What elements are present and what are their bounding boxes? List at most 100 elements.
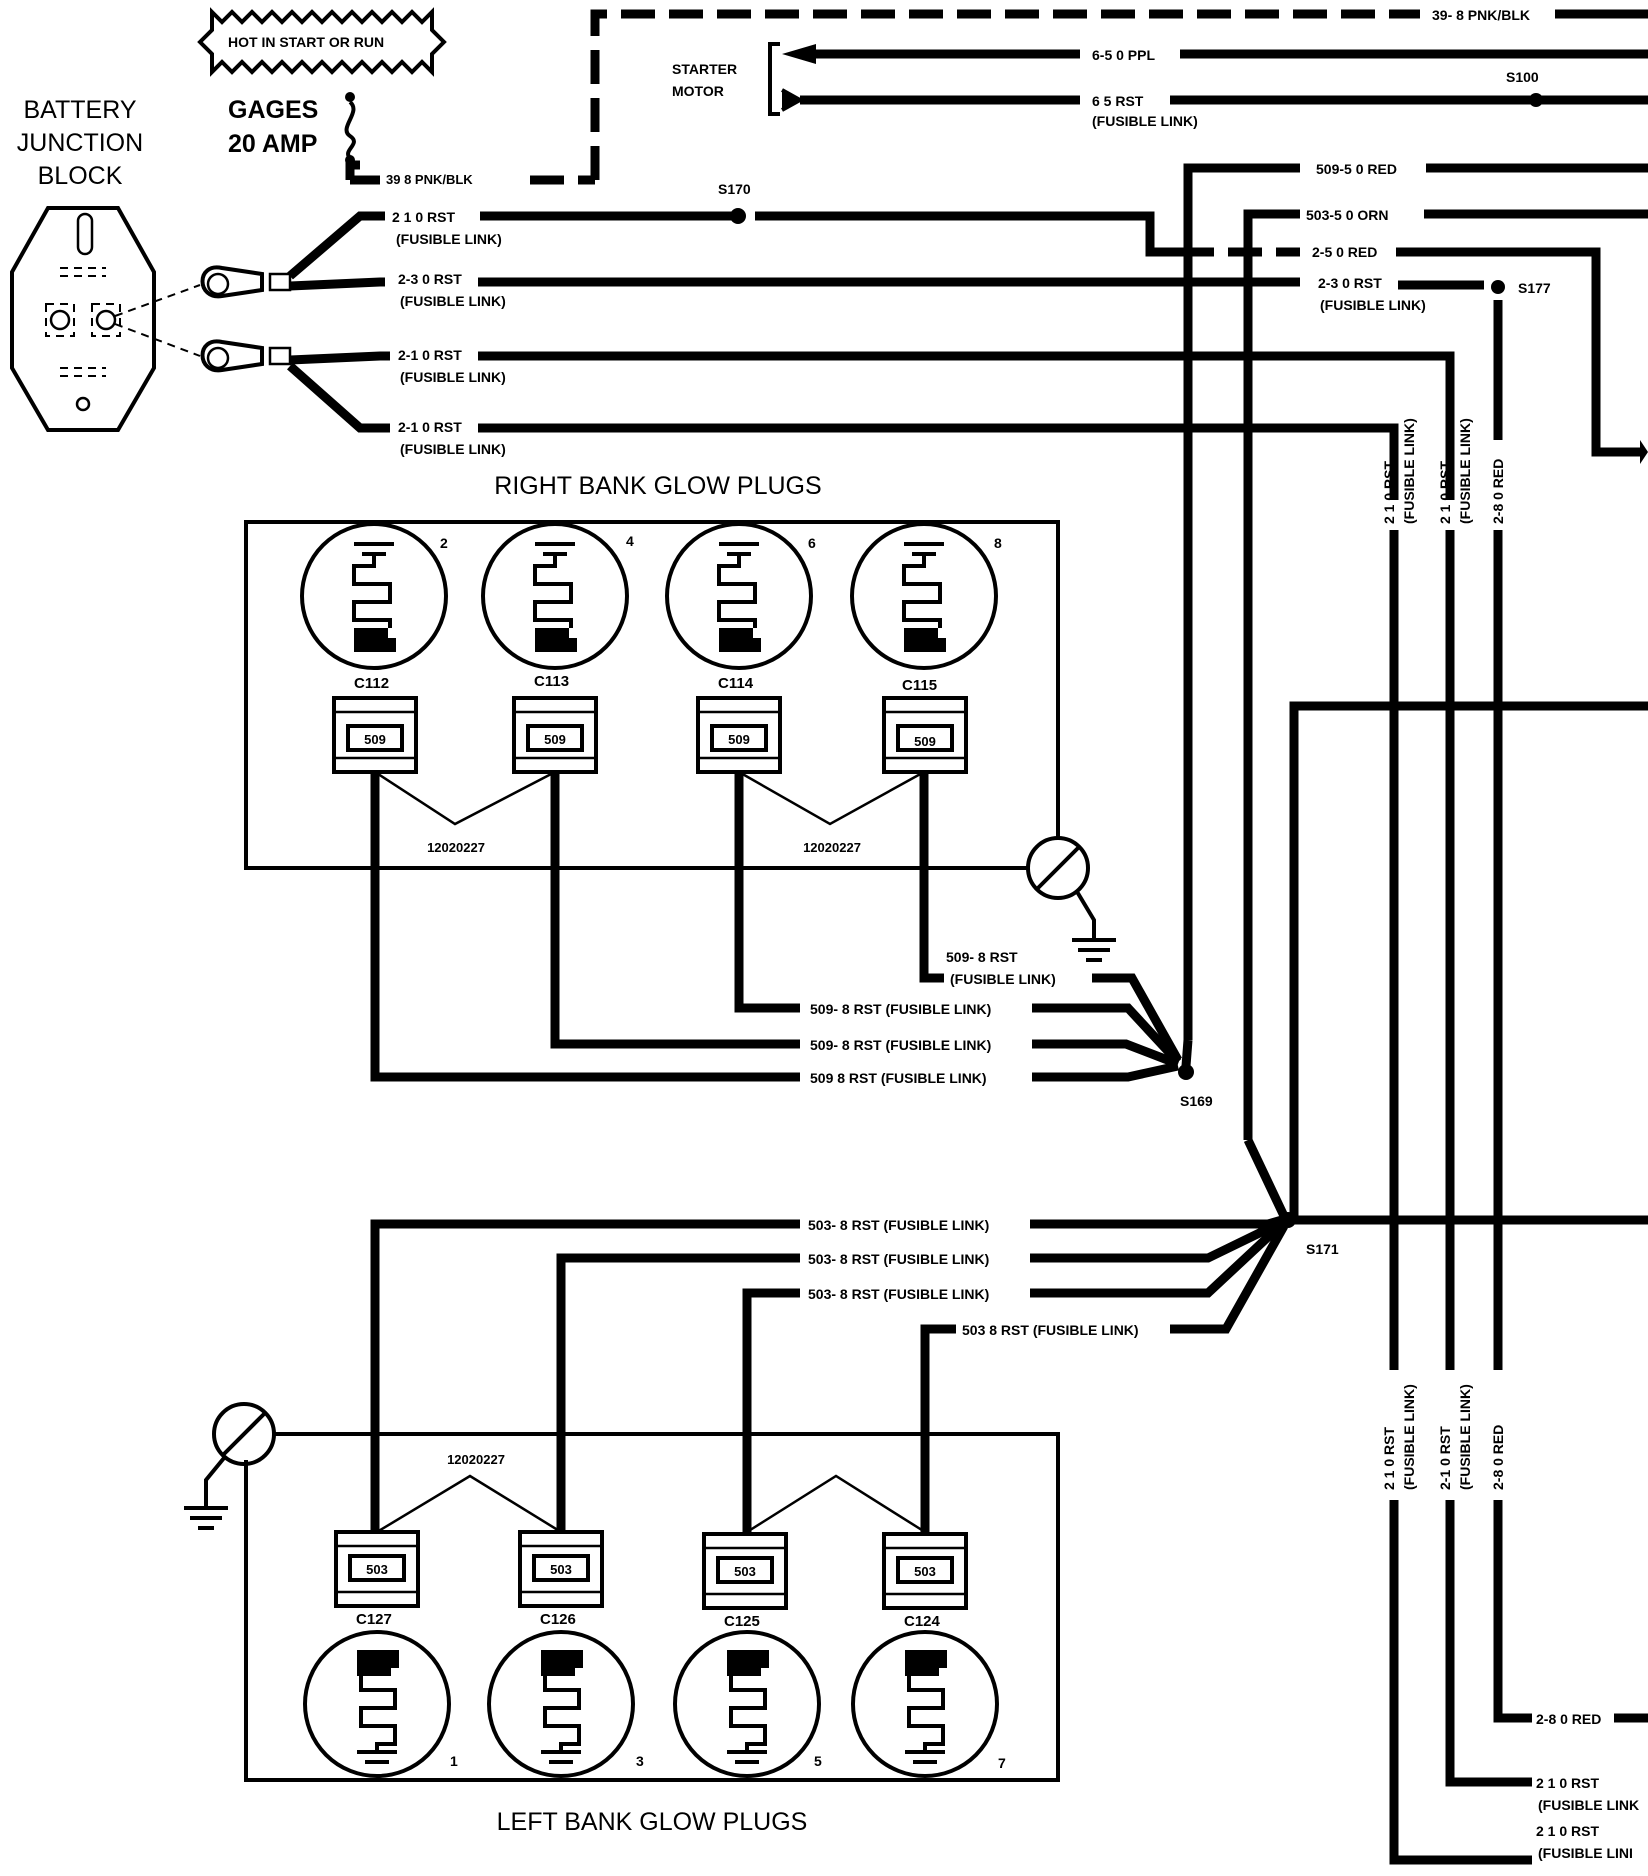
wire-label-fusible-210-c: (FUSIBLE LINK) bbox=[400, 441, 506, 457]
wire-label-210-c: 2-1 0 RST bbox=[398, 419, 462, 435]
starter-motor: STARTER MOTOR 6-5 0 PPL 6 5 RST (FUSIBLE… bbox=[672, 42, 1648, 129]
svg-text:C126: C126 bbox=[540, 1611, 576, 1628]
svg-text:509: 509 bbox=[728, 732, 750, 747]
rlabel-210-2: 2 1 0 RST bbox=[1536, 1823, 1599, 1839]
wire-label-orn-503: 503-5 0 ORN bbox=[1306, 207, 1388, 223]
vlabel-210-1b: 2 1 0 RST bbox=[1381, 1427, 1397, 1490]
svg-text:7: 7 bbox=[998, 1755, 1006, 1771]
pnk-blk-circuit: 39- 8 PNK/BLK 39 8 PNK/BLK bbox=[345, 7, 1648, 187]
gages-fuse: GAGES 20 AMP bbox=[228, 92, 356, 165]
svg-text:5: 5 bbox=[814, 1753, 822, 1769]
fuse-label-line2: 20 AMP bbox=[228, 130, 317, 158]
vlabel-280b: 2-8 0 RED bbox=[1490, 1425, 1506, 1490]
splice-s177: S177 bbox=[1518, 280, 1551, 296]
glow-plug-6: 6 C114 509 bbox=[665, 522, 816, 774]
svg-text:C114: C114 bbox=[718, 675, 754, 692]
ring-terminal-upper bbox=[200, 265, 292, 299]
battery-label-line1: BATTERY bbox=[24, 96, 137, 124]
svg-text:503: 503 bbox=[366, 1562, 388, 1577]
left-bank-glow-plugs: 503 C127 1 503 C126 3 bbox=[184, 1402, 1060, 1836]
wire-label-509-4: 509 8 RST (FUSIBLE LINK) bbox=[810, 1070, 987, 1086]
battery-label-line3: BLOCK bbox=[38, 162, 123, 190]
left-bank-wiring: 503- 8 RST (FUSIBLE LINK) 503- 8 RST (FU… bbox=[370, 1138, 1339, 1534]
svg-text:2: 2 bbox=[440, 535, 448, 551]
vlabel-210-2b: 2-1 0 RST bbox=[1437, 1426, 1453, 1490]
wire-label-503-4: 503 8 RST (FUSIBLE LINK) bbox=[962, 1322, 1139, 1338]
svg-text:509: 509 bbox=[364, 732, 386, 747]
hot-label: HOT IN START OR RUN bbox=[228, 34, 384, 50]
battery-junction-block: BATTERY JUNCTION BLOCK bbox=[10, 96, 201, 432]
battery-feeds: 2 1 0 RST (FUSIBLE LINK) S170 2-5 0 RED … bbox=[287, 181, 1648, 500]
wire-label-pnk-blk-bottom: 39 8 PNK/BLK bbox=[386, 172, 473, 187]
vlabel-280: 2-8 0 RED bbox=[1490, 459, 1506, 524]
splice-s169: S169 bbox=[1180, 1093, 1213, 1109]
glow-plug-2: 2 C112 509 bbox=[300, 522, 448, 774]
svg-text:C113: C113 bbox=[534, 673, 569, 690]
wire-label-210-a: 2 1 0 RST bbox=[392, 209, 455, 225]
svg-text:C127: C127 bbox=[356, 1611, 392, 1628]
ring-terminal-lower bbox=[200, 339, 292, 373]
svg-text:C115: C115 bbox=[902, 677, 937, 694]
wire-label-509-1: 509- 8 RST bbox=[946, 949, 1018, 965]
svg-text:C112: C112 bbox=[354, 675, 389, 692]
svg-text:4: 4 bbox=[626, 533, 634, 549]
wire-label-red-25: 2-5 0 RED bbox=[1312, 244, 1377, 260]
wire-label-pnk-blk-top: 39- 8 PNK/BLK bbox=[1432, 7, 1530, 23]
glow-plug-7: 503 C124 7 bbox=[851, 1532, 1006, 1778]
wire-label-230-a: 2-3 0 RST bbox=[398, 271, 462, 287]
wire-label-rst-starter: 6 5 RST bbox=[1092, 93, 1144, 109]
splice-s100: S100 bbox=[1506, 69, 1539, 85]
splice-s170: S170 bbox=[718, 181, 751, 197]
glow-plug-8: 8 C115 509 bbox=[850, 522, 1002, 774]
glow-plug-5: 503 C125 5 bbox=[673, 1532, 822, 1778]
right-bank-title: RIGHT BANK GLOW PLUGS bbox=[494, 472, 821, 500]
wire-label-503-2: 503- 8 RST (FUSIBLE LINK) bbox=[808, 1251, 989, 1267]
wire-label-fusible-210-b: (FUSIBLE LINK) bbox=[400, 369, 506, 385]
glow-plug-3: 503 C126 3 bbox=[487, 1530, 644, 1778]
wire-label-fusible-230-b: (FUSIBLE LINK) bbox=[1320, 297, 1426, 313]
splice-s171: S171 bbox=[1306, 1241, 1339, 1257]
svg-text:509: 509 bbox=[914, 734, 936, 749]
left-bank-title: LEFT BANK GLOW PLUGS bbox=[497, 1808, 808, 1836]
svg-text:C124: C124 bbox=[904, 1613, 941, 1630]
rlabel-210-1: 2 1 0 RST bbox=[1536, 1775, 1599, 1791]
wire-label-230-b: 2-3 0 RST bbox=[1318, 275, 1382, 291]
vertical-runs: 2 1 0 RST (FUSIBLE LINK) 2 1 0 RST (FUSI… bbox=[1381, 300, 1648, 1865]
rlabel-fusible-1: (FUSIBLE LINK bbox=[1538, 1797, 1639, 1813]
left-part: 12020227 bbox=[447, 1452, 505, 1467]
vlabel-210-2: 2 1 0 RST bbox=[1437, 461, 1453, 524]
rlabel-280: 2-8 0 RED bbox=[1536, 1711, 1601, 1727]
wire-label-ppl: 6-5 0 PPL bbox=[1092, 47, 1155, 63]
wire-label-red-509: 509-5 0 RED bbox=[1316, 161, 1397, 177]
wire-label-503-3: 503- 8 RST (FUSIBLE LINK) bbox=[808, 1286, 989, 1302]
svg-text:3: 3 bbox=[636, 1753, 644, 1769]
svg-text:509: 509 bbox=[544, 732, 566, 747]
right-part-b: 12020227 bbox=[803, 840, 861, 855]
fuse-label-line1: GAGES bbox=[228, 96, 318, 124]
rlabel-fusible-2: (FUSIBLE LINI bbox=[1538, 1845, 1633, 1861]
svg-text:8: 8 bbox=[994, 535, 1002, 551]
svg-text:503: 503 bbox=[734, 1564, 756, 1579]
wire-label-509-3: 509- 8 RST (FUSIBLE LINK) bbox=[810, 1037, 991, 1053]
right-bank-wiring: 509- 8 RST (FUSIBLE LINK) 509- 8 RST (FU… bbox=[370, 772, 1213, 1109]
battery-label-line2: JUNCTION bbox=[17, 129, 143, 157]
vlabel-fusible-2: (FUSIBLE LINK) bbox=[1457, 418, 1473, 524]
glow-plug-1: 503 C127 1 bbox=[303, 1530, 458, 1778]
vlabel-fusible-1: (FUSIBLE LINK) bbox=[1401, 418, 1417, 524]
svg-text:503: 503 bbox=[550, 1562, 572, 1577]
starter-label-line2: MOTOR bbox=[672, 83, 724, 99]
wire-label-fusible-509-1: (FUSIBLE LINK) bbox=[950, 971, 1056, 987]
hot-in-start-run-box: HOT IN START OR RUN bbox=[197, 7, 447, 77]
vlabel-fusible-2b: (FUSIBLE LINK) bbox=[1457, 1384, 1473, 1490]
glow-plug-4: 4 C113 509 bbox=[481, 522, 634, 774]
wire-label-fusible-210-a: (FUSIBLE LINK) bbox=[396, 231, 502, 247]
wire-label-fusible-starter: (FUSIBLE LINK) bbox=[1092, 113, 1198, 129]
wire-label-509-2: 509- 8 RST (FUSIBLE LINK) bbox=[810, 1001, 991, 1017]
wire-label-210-b: 2-1 0 RST bbox=[398, 347, 462, 363]
wire-label-fusible-230-a: (FUSIBLE LINK) bbox=[400, 293, 506, 309]
vlabel-210-1: 2 1 0 RST bbox=[1381, 461, 1397, 524]
svg-text:6: 6 bbox=[808, 535, 816, 551]
svg-text:503: 503 bbox=[914, 1564, 936, 1579]
vlabel-fusible-1b: (FUSIBLE LINK) bbox=[1401, 1384, 1417, 1490]
